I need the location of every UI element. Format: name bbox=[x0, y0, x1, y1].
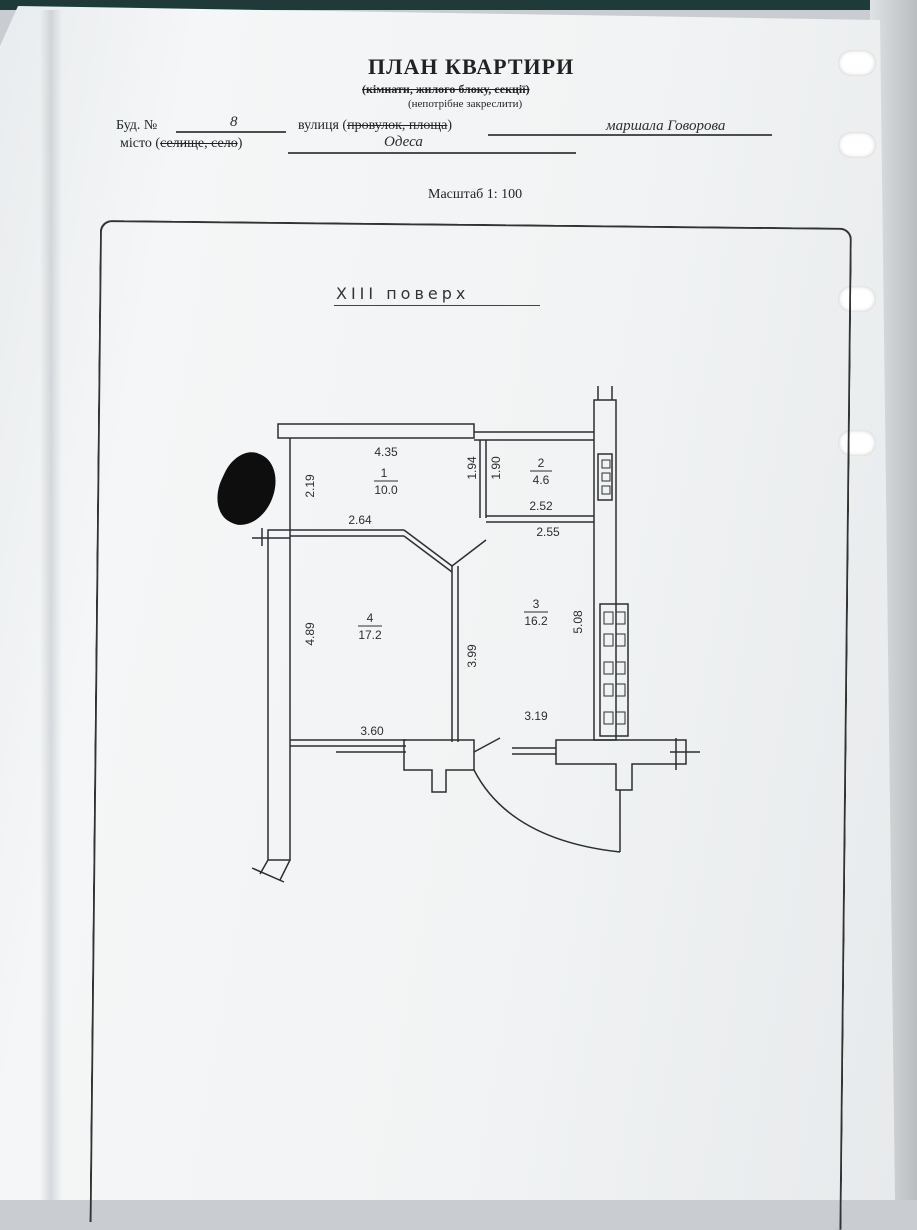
strike-note: (непотрібне закреслити) bbox=[408, 98, 523, 110]
vent-cell bbox=[601, 485, 611, 495]
floor-underline bbox=[334, 305, 540, 306]
vent-cell bbox=[603, 661, 614, 675]
room-1-number: 1 bbox=[381, 466, 388, 480]
document-sheet bbox=[0, 6, 895, 1200]
wall-end bbox=[279, 859, 291, 881]
vent-cell bbox=[615, 661, 626, 675]
dim-3-19: 3.19 bbox=[524, 709, 548, 723]
room-4-area: 17.2 bbox=[358, 628, 382, 642]
building-underline bbox=[176, 131, 286, 133]
vent-cell bbox=[615, 711, 626, 725]
dim-2-64: 2.64 bbox=[348, 513, 372, 527]
dim-3-60: 3.60 bbox=[360, 724, 384, 738]
floor-plan: 1 10.0 2 4.6 3 16.2 4 17.2 4.35 2.52 2.6… bbox=[251, 386, 700, 883]
room-1-area: 10.0 bbox=[374, 483, 398, 497]
column bbox=[555, 739, 687, 791]
city-value: Одеса bbox=[384, 134, 423, 150]
dim-2-19: 2.19 bbox=[303, 474, 317, 498]
dim-2-55: 2.55 bbox=[536, 525, 560, 539]
vent-cell bbox=[601, 459, 611, 469]
vent-shaft bbox=[597, 453, 613, 501]
page-fold bbox=[40, 10, 62, 1200]
building-label: Буд. № bbox=[116, 118, 158, 133]
vent-cell bbox=[603, 611, 614, 625]
floor-label: XIII поверх bbox=[336, 284, 470, 303]
punch-hole bbox=[838, 50, 876, 76]
vent-cell bbox=[603, 711, 614, 725]
dim-4-89: 4.89 bbox=[303, 622, 317, 646]
dim-2-52: 2.52 bbox=[529, 499, 553, 513]
street-label: вулиця (провулок, площа) bbox=[298, 118, 453, 133]
dim-3-99: 3.99 bbox=[465, 644, 479, 668]
street-value: маршала Говорова bbox=[606, 118, 726, 134]
wall-mark bbox=[251, 867, 285, 883]
partition-diagonal bbox=[403, 535, 453, 573]
vent-cell bbox=[603, 633, 614, 647]
door-swing bbox=[473, 769, 621, 853]
wall-top bbox=[277, 423, 475, 439]
document-subtitle: (кімнати, жилого блоку, секції) bbox=[362, 82, 530, 96]
street-underline bbox=[488, 134, 772, 136]
room-3-area: 16.2 bbox=[524, 614, 548, 628]
punch-hole bbox=[838, 132, 876, 158]
city-underline bbox=[288, 152, 576, 154]
punch-hole bbox=[838, 430, 876, 456]
vent-cell bbox=[615, 633, 626, 647]
column bbox=[403, 739, 475, 793]
partition-diagonal-right bbox=[451, 539, 487, 567]
punch-hole bbox=[838, 286, 876, 312]
dim-5-08: 5.08 bbox=[571, 610, 585, 634]
document-title: ПЛАН КВАРТИРИ bbox=[368, 54, 575, 79]
door-leaf bbox=[473, 737, 501, 753]
vent-shaft bbox=[599, 603, 629, 737]
room-2-number: 2 bbox=[538, 456, 545, 470]
vent-cell bbox=[615, 611, 626, 625]
vent-cell bbox=[601, 472, 611, 482]
dim-1-94: 1.94 bbox=[465, 456, 479, 480]
vent-cell bbox=[603, 683, 614, 697]
background-strip bbox=[0, 0, 917, 10]
city-label: місто (селище, село) bbox=[120, 136, 243, 151]
building-number: 8 bbox=[230, 114, 238, 130]
vent-cell bbox=[615, 683, 626, 697]
wall-left bbox=[267, 529, 291, 861]
scale-label: Масштаб 1: 100 bbox=[428, 187, 523, 202]
room-3-number: 3 bbox=[533, 597, 540, 611]
partition-diagonal bbox=[403, 529, 453, 567]
dim-1-90: 1.90 bbox=[489, 456, 503, 480]
room-4-number: 4 bbox=[367, 611, 374, 625]
dim-4-35: 4.35 bbox=[374, 445, 398, 459]
room-2-area: 4.6 bbox=[533, 473, 550, 487]
